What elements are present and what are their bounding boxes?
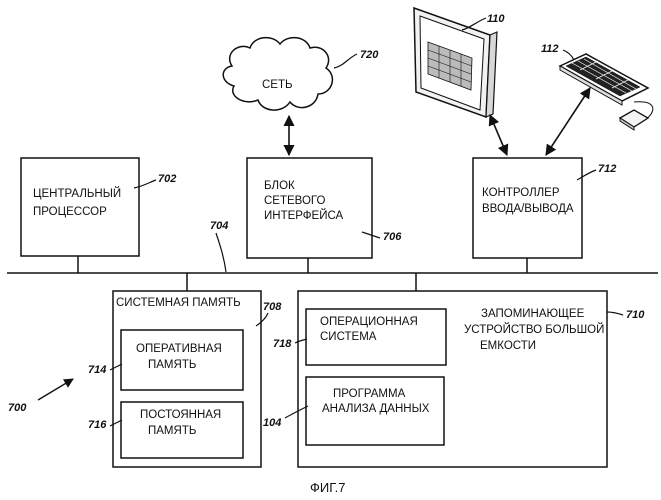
- ref-718: 718: [273, 338, 292, 350]
- arrow-keyboard-io: [546, 88, 590, 155]
- keyboard-icon: [560, 54, 648, 105]
- ref-702: 702: [158, 173, 176, 185]
- ref-708: 708: [263, 301, 282, 313]
- ram-label-line2: ПАМЯТЬ: [148, 359, 196, 371]
- monitor-icon: [414, 8, 497, 117]
- program-label-line2: АНАЛИЗА ДАННЫХ: [322, 403, 430, 415]
- ref-710: 710: [626, 309, 645, 321]
- ref-712: 712: [598, 163, 616, 175]
- ref-110: 110: [487, 13, 505, 25]
- network-cloud: СЕТЬ: [223, 38, 332, 110]
- ref-104: 104: [263, 417, 281, 429]
- arrow-700: [38, 379, 73, 400]
- ram-label-line1: ОПЕРАТИВНАЯ: [136, 343, 222, 355]
- ref-714: 714: [88, 364, 106, 376]
- leader-110: [462, 18, 486, 30]
- program-label-line1: ПРОГРАММА: [333, 388, 406, 400]
- io-label-line2: ВВОДА/ВЫВОДА: [482, 203, 574, 215]
- io-label-line1: КОНТРОЛЛЕР: [482, 187, 560, 199]
- leader-112: [563, 50, 574, 60]
- storage-label-line3: ЕМКОСТИ: [480, 340, 536, 352]
- nic-label-line3: ИНТЕРФЕЙСА: [264, 209, 344, 222]
- ref-112: 112: [541, 43, 559, 55]
- system-memory-title: СИСТЕМНАЯ ПАМЯТЬ: [116, 297, 241, 309]
- leader-710: [607, 312, 623, 315]
- rom-label-line2: ПАМЯТЬ: [148, 425, 196, 437]
- nic-box: [247, 158, 372, 258]
- os-label-line2: СИСТЕМА: [320, 331, 377, 343]
- ref-716: 716: [88, 419, 107, 431]
- network-label: СЕТЬ: [262, 79, 293, 91]
- figure-caption: ФИГ.7: [310, 480, 346, 495]
- arrow-monitor-io: [490, 115, 507, 155]
- ref-704: 704: [210, 220, 228, 232]
- cpu-label-line1: ЦЕНТРАЛЬНЫЙ: [33, 187, 121, 200]
- mouse-icon: [620, 102, 653, 130]
- nic-label-line1: БЛОК: [264, 180, 295, 192]
- nic-label-line2: СЕТЕВОГО: [264, 195, 325, 207]
- cpu-label-line2: ПРОЦЕССОР: [33, 206, 107, 218]
- ref-706: 706: [383, 231, 402, 243]
- leader-704: [216, 233, 226, 272]
- storage-label-line2: УСТРОЙСТВО БОЛЬШОЙ: [464, 323, 604, 336]
- leader-720: [334, 54, 357, 68]
- rom-label-line1: ПОСТОЯННАЯ: [140, 409, 221, 421]
- os-label-line1: ОПЕРАЦИОННАЯ: [320, 316, 418, 328]
- storage-label-line1: ЗАПОМИНАЮЩЕЕ: [481, 308, 585, 320]
- ref-720: 720: [360, 49, 379, 61]
- ref-700: 700: [8, 402, 27, 414]
